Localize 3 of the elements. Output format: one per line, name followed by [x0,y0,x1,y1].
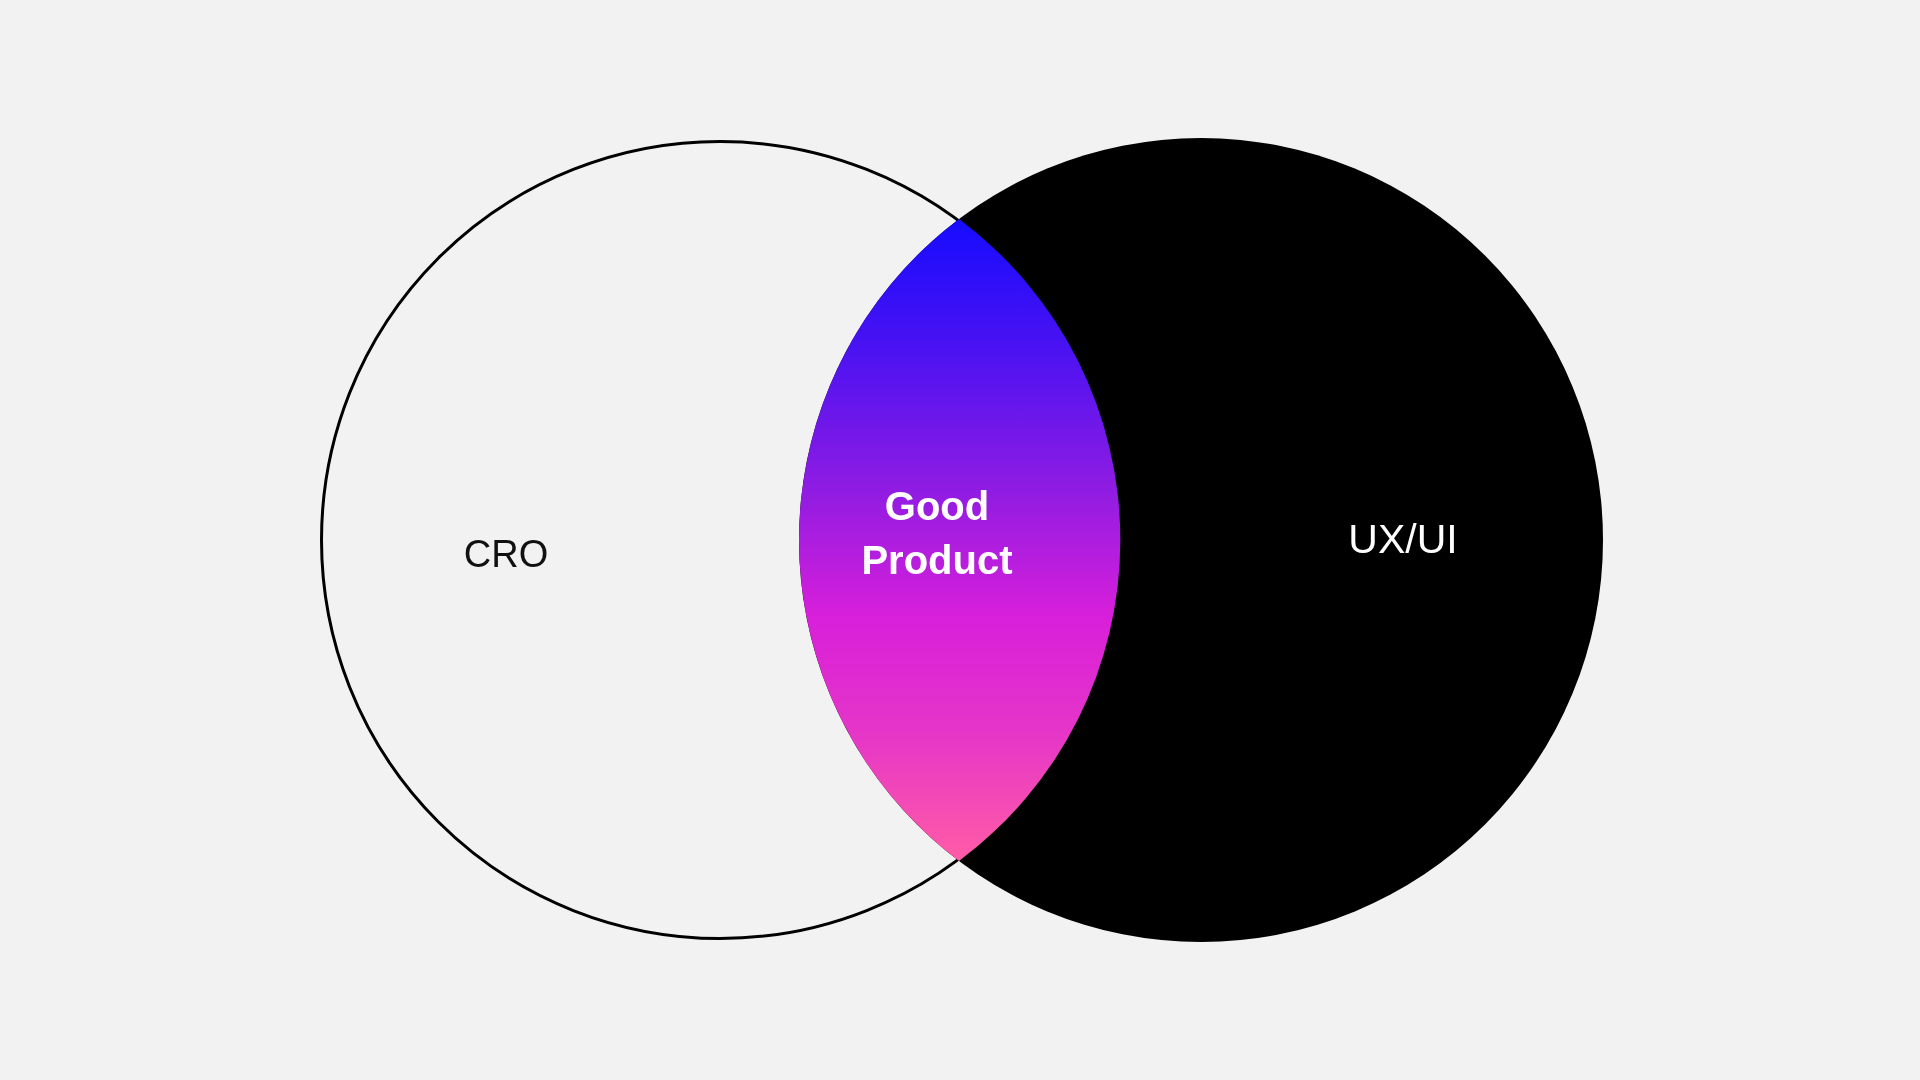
overlap-label: Good Product [860,483,1014,584]
circle-label: UX/UI [1348,515,1458,565]
circle-label: CRO [463,532,549,578]
